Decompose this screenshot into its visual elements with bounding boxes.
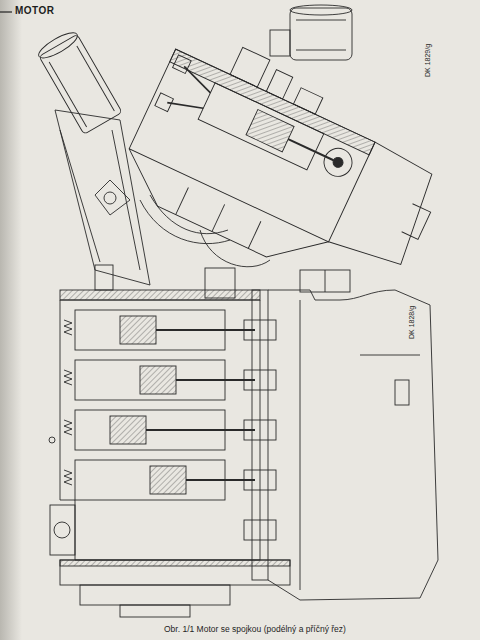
- drawing-number: DK 1828/g: [408, 305, 415, 340]
- drawing-number: DK 1829/g: [424, 43, 431, 78]
- page-header: MOTOR: [15, 5, 55, 16]
- page-gutter: [0, 0, 22, 640]
- header-rule: [0, 11, 12, 12]
- figure-caption: Obr. 1/1 Motor se spojkou (podélný a pří…: [164, 624, 346, 634]
- transverse-section: [35, 5, 460, 312]
- longitudinal-section: [49, 265, 438, 617]
